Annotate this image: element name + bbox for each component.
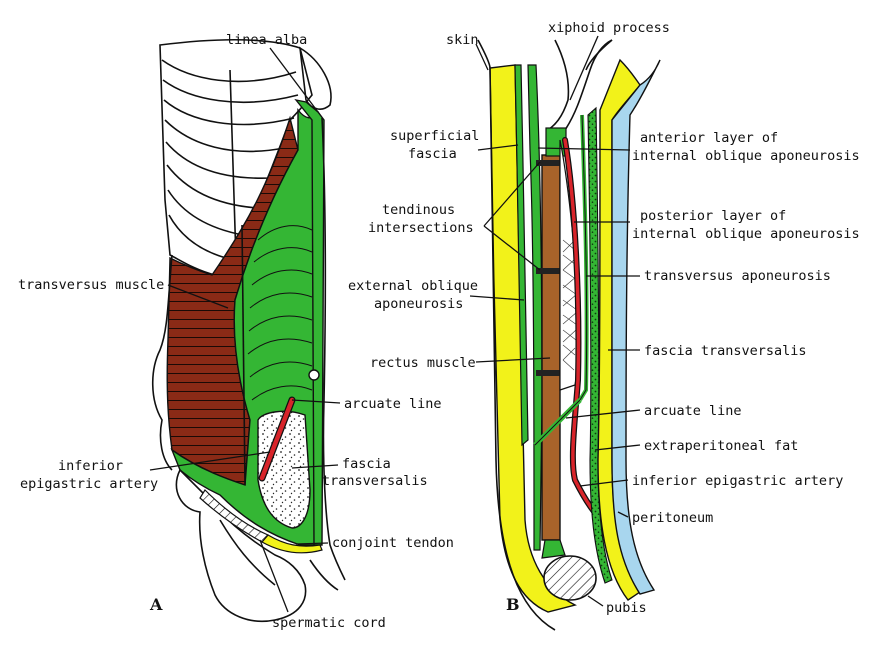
fascia-transversalis-area xyxy=(257,410,311,529)
label-posterior-layer-1: posterior layer of xyxy=(640,208,786,224)
label-arcuate-line-a: arcuate line xyxy=(344,396,442,412)
leader-inferior-epigastric-a xyxy=(149,451,271,471)
label-inferior-epigastric-b: inferior epigastric artery xyxy=(632,473,843,489)
label-skin: skin xyxy=(446,32,479,48)
fibrous-hatching xyxy=(562,239,578,371)
leader-conjoint-tendon xyxy=(295,542,329,545)
panel-b: skin xiphoid process superficial fascia … xyxy=(348,20,860,631)
label-anterior-layer-2: internal oblique aponeurosis xyxy=(632,148,860,164)
panel-a: linea alba transversus muscle arcuate li… xyxy=(18,32,454,631)
pubis-shape xyxy=(541,539,566,559)
leader-spermatic-cord xyxy=(259,539,289,613)
leader-pubis xyxy=(587,595,604,607)
label-linea-alba: linea alba xyxy=(226,32,307,48)
leader-xiphoid xyxy=(569,35,599,101)
label-pubis: pubis xyxy=(606,600,647,616)
label-tendinous-1: tendinous xyxy=(382,202,455,218)
label-fascia-transversalis-a-2: transversalis xyxy=(322,473,428,489)
label-rectus-muscle: rectus muscle xyxy=(370,355,476,371)
xiphoid-outline-right xyxy=(585,39,613,71)
leader-external-oblique xyxy=(469,295,525,301)
label-tendinous-2: intersections xyxy=(368,220,474,236)
label-fascia-transversalis-a-1: fascia xyxy=(342,456,391,472)
conjoint-tendon-shape xyxy=(261,534,323,554)
leader-tendinous-2 xyxy=(483,225,541,271)
leader-tendinous-1 xyxy=(483,161,541,227)
leader-fascia-transversalis-a xyxy=(291,464,339,469)
label-xiphoid-process: xiphoid process xyxy=(548,20,670,36)
umbilicus-circle xyxy=(308,369,320,381)
label-posterior-layer-2: internal oblique aponeurosis xyxy=(632,226,860,242)
spermatic-cord-shape xyxy=(199,489,269,543)
label-extraperitoneal-fat: extraperitoneal fat xyxy=(644,438,798,454)
transversus-aponeurosis-edge xyxy=(579,114,588,401)
label-external-oblique-1: external oblique xyxy=(348,278,478,294)
leader-linea-alba xyxy=(269,47,319,113)
label-transversus-aponeurosis: transversus aponeurosis xyxy=(644,268,831,284)
leader-rectus-muscle xyxy=(475,357,551,363)
label-arcuate-line-b: arcuate line xyxy=(644,403,742,419)
leader-superficial-fascia xyxy=(477,144,519,151)
arcuate-line-b-edge xyxy=(534,399,581,446)
torso-outline xyxy=(151,117,346,581)
extraperitoneal-fat-band xyxy=(587,106,613,584)
aponeurosis-fibers xyxy=(247,225,313,401)
pubis-bone xyxy=(543,555,597,601)
leader-arcuate-line-b xyxy=(565,409,641,419)
label-peritoneum: peritoneum xyxy=(632,510,713,526)
leader-arcuate-line-a xyxy=(291,399,341,404)
pelvis xyxy=(175,468,339,622)
leader-peritoneum xyxy=(617,511,629,518)
panel-a-letter: A xyxy=(149,595,163,614)
leader-skin xyxy=(475,43,489,71)
rectus-muscle-shape xyxy=(541,154,561,541)
linea-alba-strip xyxy=(294,98,325,546)
artery-fill xyxy=(259,397,295,481)
label-conjoint-tendon: conjoint tendon xyxy=(332,535,454,551)
tendinous-intersection-3 xyxy=(536,370,560,376)
label-anterior-layer-1: anterior layer of xyxy=(640,130,778,146)
tendinous-intersection-1 xyxy=(536,160,560,166)
anterior-sheath-strip xyxy=(527,64,543,551)
epigastric-artery-b-fill xyxy=(563,138,612,532)
label-inferior-epigastric-a-2: epigastric artery xyxy=(20,476,158,492)
label-transversus-muscle: transversus muscle xyxy=(18,277,164,293)
skin-outline xyxy=(477,39,556,631)
leader-extraperitoneal-fat xyxy=(594,444,641,451)
tendinous-intersection-2 xyxy=(536,268,560,274)
label-superficial-fascia-2: fascia xyxy=(408,146,457,162)
label-spermatic-cord: spermatic cord xyxy=(272,615,386,631)
peritoneum-band xyxy=(611,59,661,595)
label-inferior-epigastric-a-1: inferior xyxy=(58,458,123,474)
label-external-oblique-2: aponeurosis xyxy=(374,296,463,312)
leader-anterior-layer xyxy=(537,147,631,151)
panel-b-letter: B xyxy=(506,595,520,614)
label-fascia-transversalis-b: fascia transversalis xyxy=(644,343,807,359)
label-superficial-fascia-1: superficial xyxy=(390,128,479,144)
leader-epigastric-b xyxy=(579,479,629,487)
leader-transversus-muscle xyxy=(167,284,229,309)
